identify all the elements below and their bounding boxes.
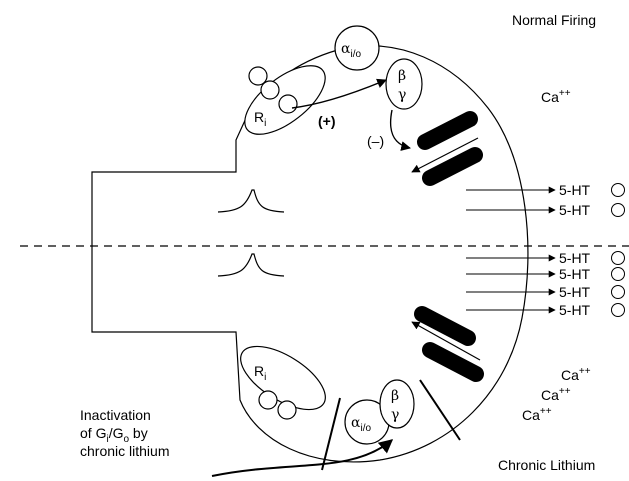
serotonin-vesicle-icon: [611, 285, 625, 299]
calcium-label-bottom: Ca++: [561, 366, 591, 383]
serotonin-label: 5-HT: [559, 250, 591, 266]
alpha-subunit-top: [334, 25, 380, 71]
calcium-label-top: Ca++: [541, 88, 571, 105]
serotonin-vesicle-icon: [611, 267, 625, 281]
serotonin-release-bottom: [466, 254, 556, 314]
activation-arrow: [291, 78, 387, 109]
serotonin-label: 5-HT: [559, 302, 591, 318]
serotonin-vesicle-icon: [611, 303, 625, 317]
alpha-label-top: αi/o: [341, 41, 361, 60]
calcium-channel-top-bar1: [417, 111, 478, 150]
serotonin-label: 5-HT: [559, 182, 591, 198]
plus-label: (+): [318, 113, 336, 129]
calcium-label-bottom: Ca++: [541, 386, 571, 403]
calcium-channel-top-bar2: [422, 147, 483, 186]
serotonin-vesicle-icon: [611, 183, 625, 197]
inactivation-line3: chronic lithium: [80, 443, 169, 459]
alpha-label-bottom: αi/o: [351, 415, 371, 434]
gamma-label-top: γ: [398, 87, 406, 103]
normal-firing-label: Normal Firing: [512, 12, 596, 28]
block-line-receptor: [321, 397, 341, 471]
receptor-bottom: [240, 345, 326, 420]
receptor-top: [244, 65, 326, 135]
receptor-top-label: Ri: [254, 109, 266, 129]
beta-label-top: β: [398, 68, 406, 84]
calcium-influx-arrow-bottom: [411, 321, 481, 361]
serotonin-vesicle-icon: [611, 203, 625, 217]
lithium-inactivation-arrow: [211, 439, 394, 477]
spike-trace-bottom: [217, 253, 285, 277]
beta-gamma-subunit-bottom: [379, 379, 415, 429]
beta-label-bottom: β: [391, 388, 399, 404]
calcium-influx-arrow-top: [411, 137, 479, 173]
inactivation-line1: Inactivation: [80, 407, 151, 423]
inhibition-arrow: [389, 109, 411, 151]
chronic-lithium-label: Chronic Lithium: [498, 457, 595, 473]
serotonin-label: 5-HT: [559, 284, 591, 300]
serotonin-release-top: [466, 186, 556, 214]
serotonin-vesicle-icon: [611, 251, 625, 265]
serotonin-label: 5-HT: [559, 266, 591, 282]
block-line-channel: [419, 379, 461, 441]
calcium-channel-bottom-bar1: [414, 306, 476, 346]
inactivation-line2: of Gi/Go by: [80, 425, 148, 445]
spike-trace-top: [217, 189, 285, 213]
serotonin-label: 5-HT: [559, 202, 591, 218]
calcium-label-bottom: Ca++: [522, 406, 552, 423]
receptor-bottom-label: Ri: [254, 363, 266, 383]
gamma-label-bottom: γ: [391, 407, 399, 423]
minus-label: (–): [367, 133, 384, 149]
calcium-channel-bottom-bar2: [422, 342, 484, 382]
